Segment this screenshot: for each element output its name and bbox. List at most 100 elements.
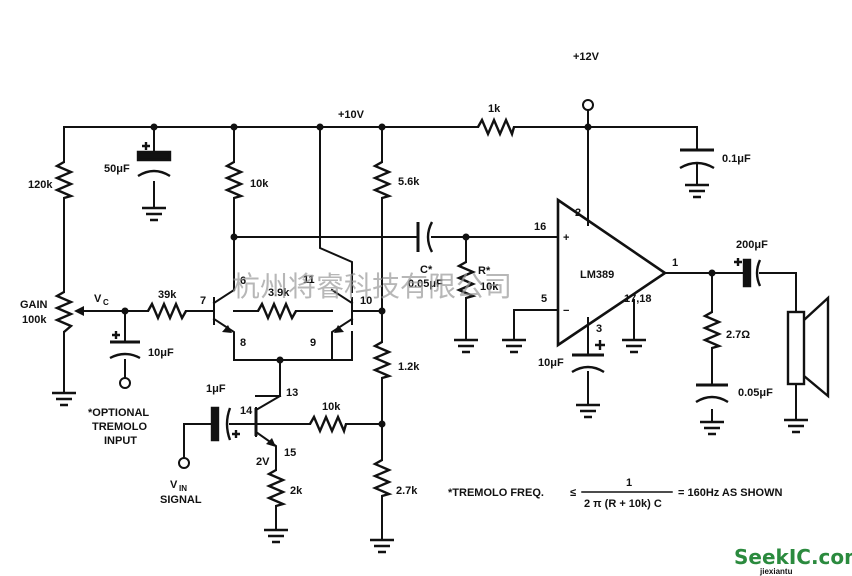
resistor-1k (476, 116, 516, 138)
pot-wiper-arrow (74, 306, 84, 316)
capacitor-10uf-pin3 (571, 340, 605, 374)
ground-icon (622, 338, 646, 354)
tremolo-formula: *TREMOLO FREQ. ≤ 1 2 π (R + 10k) C = 160… (448, 477, 782, 510)
ground-icon (454, 338, 478, 354)
resistor-3.9k (256, 300, 298, 322)
label-vc-sub: C (103, 298, 109, 307)
label-50uf: 50μF (104, 163, 130, 175)
label-100k: 100k (22, 314, 47, 326)
label-0.1uf: 0.1μF (722, 153, 751, 165)
junction-dots (121, 123, 716, 428)
label-pin9: 9 (310, 337, 316, 349)
emitter-arrow-q8 (222, 325, 232, 333)
formula-le: ≤ (570, 487, 576, 499)
ground-icon (784, 418, 808, 434)
label-3.9k: 3.9k (268, 287, 290, 299)
watermark: 杭州将睿科技有限公司 SeekIC.com jiexiantu (232, 270, 852, 576)
label-0.05uf: 0.05μF (738, 387, 773, 399)
label-c-star-val: 0.05μF (408, 278, 443, 290)
watermark-chinese: 杭州将睿科技有限公司 (232, 270, 512, 303)
label-signal: SIGNAL (160, 494, 202, 506)
capacitor-50uf (136, 142, 172, 178)
transistors (222, 325, 344, 447)
label-2.7ohm: 2.7Ω (726, 329, 750, 341)
label-39k: 39k (158, 289, 177, 301)
resistor-2.7ohm (701, 310, 723, 350)
label-10v: +10V (338, 109, 365, 121)
label-pin15: 15 (284, 447, 296, 459)
chip-label: LM389 (580, 269, 614, 281)
speaker-icon (786, 295, 830, 399)
watermark-logo: SeekIC.com (734, 545, 852, 569)
label-input: INPUT (104, 435, 137, 447)
resistor-10k-top (223, 160, 245, 200)
opamp-minus: − (563, 305, 569, 317)
label-r-star: R* (478, 265, 491, 277)
lm389-amplifier: + − LM389 (556, 197, 668, 348)
ground-icon (264, 528, 288, 544)
ground-icon (685, 183, 709, 199)
label-12v: +12V (573, 51, 600, 63)
ground-icon (142, 206, 166, 222)
formula-result: = 160Hz AS SHOWN (678, 487, 782, 499)
label-200uf: 200μF (736, 239, 768, 251)
ground-icon (700, 420, 724, 436)
resistor-39k (146, 300, 188, 322)
label-pin6: 6 (240, 275, 246, 287)
capacitor-200uf (734, 258, 762, 288)
label-optional: *OPTIONAL (88, 407, 149, 419)
label-vin: V (170, 479, 178, 491)
label-pin10: 10 (360, 295, 372, 307)
resistor-1.2k (371, 340, 393, 380)
label-pin14: 14 (240, 405, 253, 417)
label-120k: 120k (28, 179, 53, 191)
label-pin13: 13 (286, 387, 298, 399)
emitter-arrow-q15 (266, 438, 276, 447)
label-vin-sub: IN (179, 484, 187, 493)
label-pin2: 2 (575, 207, 581, 219)
resistor-10k-mid (308, 413, 348, 435)
label-2k: 2k (290, 485, 303, 497)
resistor-r-star (455, 260, 477, 300)
capacitor-10uf-tremolo (109, 331, 141, 360)
label-pin3: 3 (596, 323, 602, 335)
label-1.2k: 1.2k (398, 361, 420, 373)
label-pin16: 16 (534, 221, 546, 233)
formula-numerator: 1 (626, 477, 632, 489)
resistor-5.6k (371, 160, 393, 200)
ground-icon (502, 338, 526, 354)
capacitor-c-star (416, 221, 434, 253)
label-gain: GAIN (20, 299, 48, 311)
label-5.6k: 5.6k (398, 176, 420, 188)
ground-symbols (52, 183, 808, 554)
ground-icon (52, 391, 76, 407)
resistor-2.7k (371, 458, 393, 498)
resistors (53, 116, 723, 508)
resistor-120k (53, 160, 75, 200)
gain-potentiometer (53, 290, 75, 333)
formula-prefix: *TREMOLO FREQ. (448, 487, 544, 499)
label-pin8: 8 (240, 337, 246, 349)
label-pin17-18: 17,18 (624, 293, 652, 305)
label-1uf: 1μF (206, 383, 226, 395)
label-pin5: 5 (541, 293, 547, 305)
capacitor-0.1uf (679, 148, 715, 186)
component-labels: +12V +10V 1k 0.1μF 50μF 120k 10k 5.6k C*… (20, 51, 773, 506)
resistor-2k (265, 468, 287, 508)
label-2v: 2V (256, 456, 270, 468)
formula-denominator: 2 π (R + 10k) C (584, 498, 662, 510)
signal-input-terminal (178, 457, 190, 469)
label-10uf-tremolo: 10μF (148, 347, 174, 359)
label-tremolo: TREMOLO (92, 421, 147, 433)
emitter-arrow-q9 (334, 325, 344, 333)
capacitor-0.05uf-out (695, 383, 729, 404)
label-r-star-val: 10k (480, 281, 499, 293)
label-c-star: C* (420, 264, 433, 276)
label-pin7: 7 (200, 295, 206, 307)
power-terminal-12v (582, 99, 594, 111)
label-2.7k: 2.7k (396, 485, 418, 497)
label-10k-top: 10k (250, 178, 269, 190)
label-10k-mid: 10k (322, 401, 341, 413)
label-pin11: 11 (303, 274, 315, 286)
